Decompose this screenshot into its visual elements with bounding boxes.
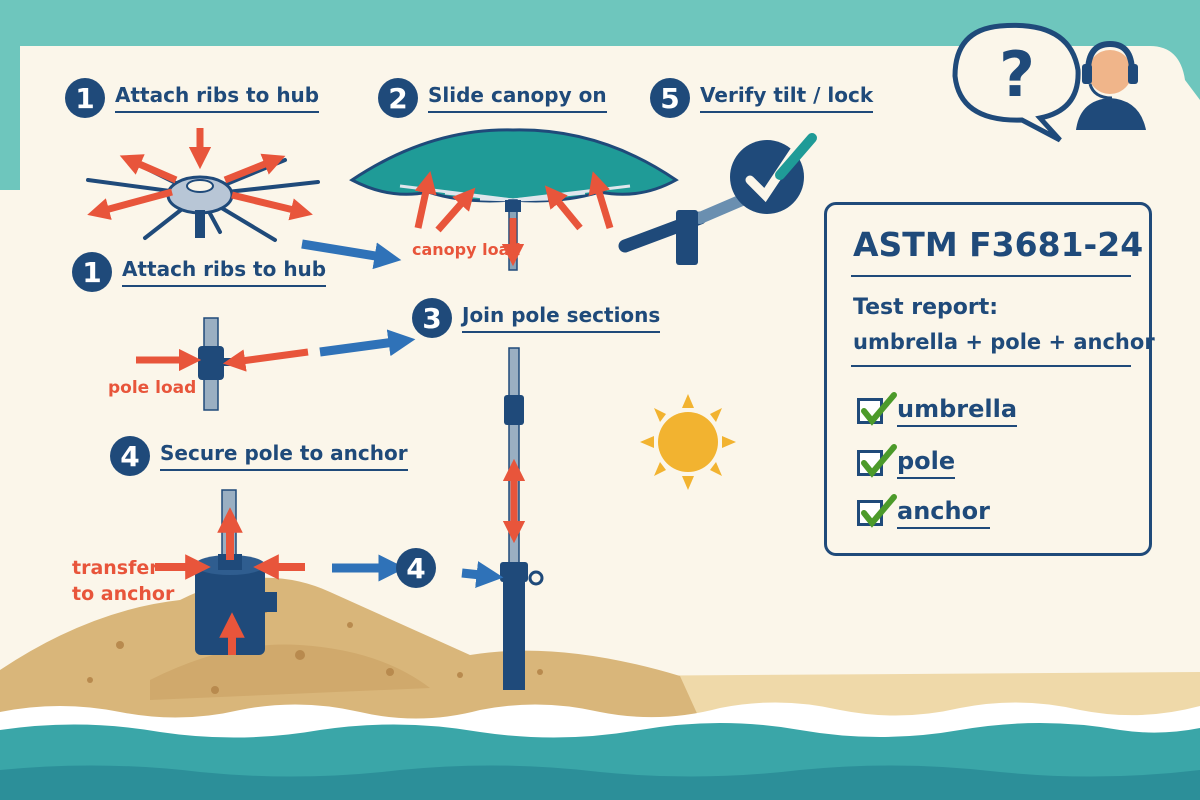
step-label: Secure pole to anchor [160, 441, 408, 471]
step-badge: 1 [72, 252, 112, 292]
help-question-glyph: ? [999, 38, 1035, 111]
canopy-load-label: canopy load [412, 240, 521, 259]
step-verify-tilt: 5 Verify tilt / lock [650, 78, 874, 118]
step-label: Attach ribs to hub [115, 83, 320, 113]
sea-deep [0, 765, 1200, 800]
checklist-item: pole [857, 444, 956, 479]
sand-anchor-assembly [155, 489, 305, 655]
checklist-label: anchor [897, 497, 990, 529]
checklist-item: anchor [857, 494, 990, 529]
step-badge: 3 [412, 298, 452, 338]
step-label: Slide canopy on [428, 83, 607, 113]
step-slide-canopy: 2 Slide canopy on [378, 78, 607, 118]
step-badge: 4 [110, 436, 150, 476]
pole-load-label: pole load [108, 378, 197, 398]
report-scope: umbrella + pole + anchor [853, 330, 1155, 354]
scope-divider [851, 365, 1131, 367]
anchor-load-line: transfer [72, 557, 159, 579]
anchor-load-label: transfer to anchor [72, 555, 174, 607]
anchor-load-line: to anchor [72, 583, 175, 605]
report-subtitle: Test report: [853, 295, 999, 320]
step-attach-ribs-top: 1 Attach ribs to hub [65, 78, 320, 118]
checklist-item: umbrella [857, 392, 1018, 427]
sun-icon [640, 394, 736, 490]
check-icon [857, 392, 897, 426]
step-attach-ribs-lower: 1 Attach ribs to hub [72, 252, 327, 292]
pole-joint-assembly [136, 317, 309, 411]
step-secure-anchor: 4 Secure pole to anchor [110, 436, 408, 476]
canopy-assembly [349, 128, 679, 271]
test-report-panel: ASTM F3681-24 Test report: umbrella + po… [824, 202, 1155, 556]
help-support-icon [952, 22, 1146, 143]
title-divider [851, 275, 1131, 277]
checklist-label: pole [897, 447, 956, 479]
step-label: Attach ribs to hub [122, 257, 327, 287]
sand-dune-shade [150, 644, 430, 700]
step-badge: 1 [65, 78, 105, 118]
step-badge: 5 [650, 78, 690, 118]
main-pole-assembly [500, 347, 544, 690]
step-badge: 4 [396, 548, 436, 588]
check-icon [857, 494, 897, 528]
rib-hub-assembly [86, 128, 320, 242]
report-title: ASTM F3681-24 [853, 225, 1144, 264]
step-badge: 2 [378, 78, 418, 118]
check-icon [857, 444, 897, 478]
tilt-lock-assembly [618, 133, 817, 265]
checklist-label: umbrella [897, 395, 1018, 427]
flow-step-badge: 4 [396, 548, 436, 588]
step-label: Verify tilt / lock [700, 83, 874, 113]
step-label: Join pole sections [462, 303, 661, 333]
step-join-pole: 3 Join pole sections [412, 298, 661, 338]
flow-arrows [301, 239, 504, 588]
